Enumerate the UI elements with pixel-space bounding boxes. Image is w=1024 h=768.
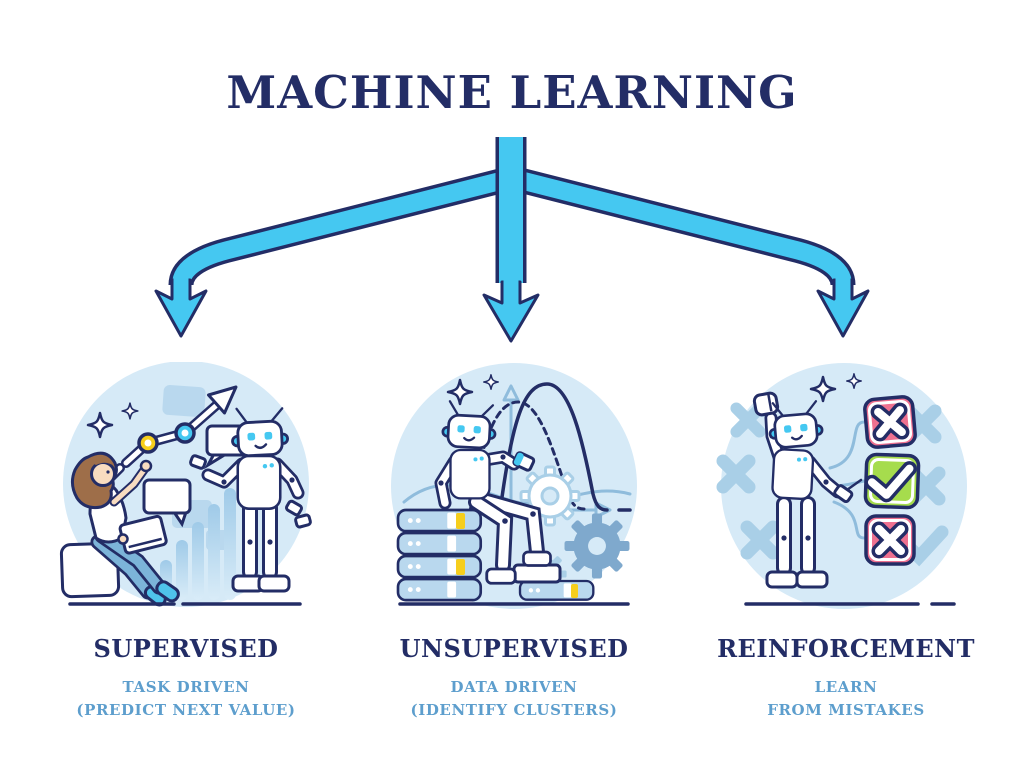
subtitle-line: LEARN [814, 678, 878, 696]
node-yellow [137, 432, 159, 454]
unsupervised-illustration [391, 363, 637, 609]
node-cyan [174, 422, 196, 444]
checkbox-correct-icon [865, 454, 919, 508]
supervised-illustration [59, 362, 312, 607]
branch-subtitle-reinforcement: LEARN FROM MISTAKES [686, 676, 1006, 722]
robot [434, 399, 552, 585]
gear-icon [564, 513, 630, 579]
woman [70, 451, 180, 607]
gear-icon [519, 465, 581, 527]
arrowheads [154, 277, 870, 343]
server-stack-icon [396, 508, 483, 602]
data-card-icon [512, 451, 536, 472]
subtitle-line: TASK DRIVEN [122, 678, 250, 696]
robot [752, 391, 863, 589]
branch-label-reinforcement: REINFORCEMENT [717, 634, 975, 663]
branch-arrows [154, 137, 870, 343]
subtitle-line: (IDENTIFY CLUSTERS) [410, 701, 618, 719]
arrow-right-branch [504, 164, 856, 287]
reinforcement-illustration [714, 363, 967, 609]
subtitle-line: FROM MISTAKES [767, 701, 925, 719]
branch-label-unsupervised: UNSUPERVISED [399, 634, 629, 663]
checkbox-incorrect-icon [866, 516, 914, 564]
subtitle-line: DATA DRIVEN [450, 678, 578, 696]
checkbox-incorrect-icon [864, 396, 916, 448]
robot [189, 404, 312, 593]
branch-label-supervised: SUPERVISED [93, 634, 279, 663]
branch-subtitle-unsupervised: DATA DRIVEN (IDENTIFY CLUSTERS) [354, 676, 674, 722]
page-title: MACHINE LEARNING [226, 66, 798, 119]
branch-subtitle-supervised: TASK DRIVEN (PREDICT NEXT VALUE) [26, 676, 346, 722]
arrow-left-branch [168, 164, 520, 287]
subtitle-line: (PREDICT NEXT VALUE) [76, 701, 296, 719]
